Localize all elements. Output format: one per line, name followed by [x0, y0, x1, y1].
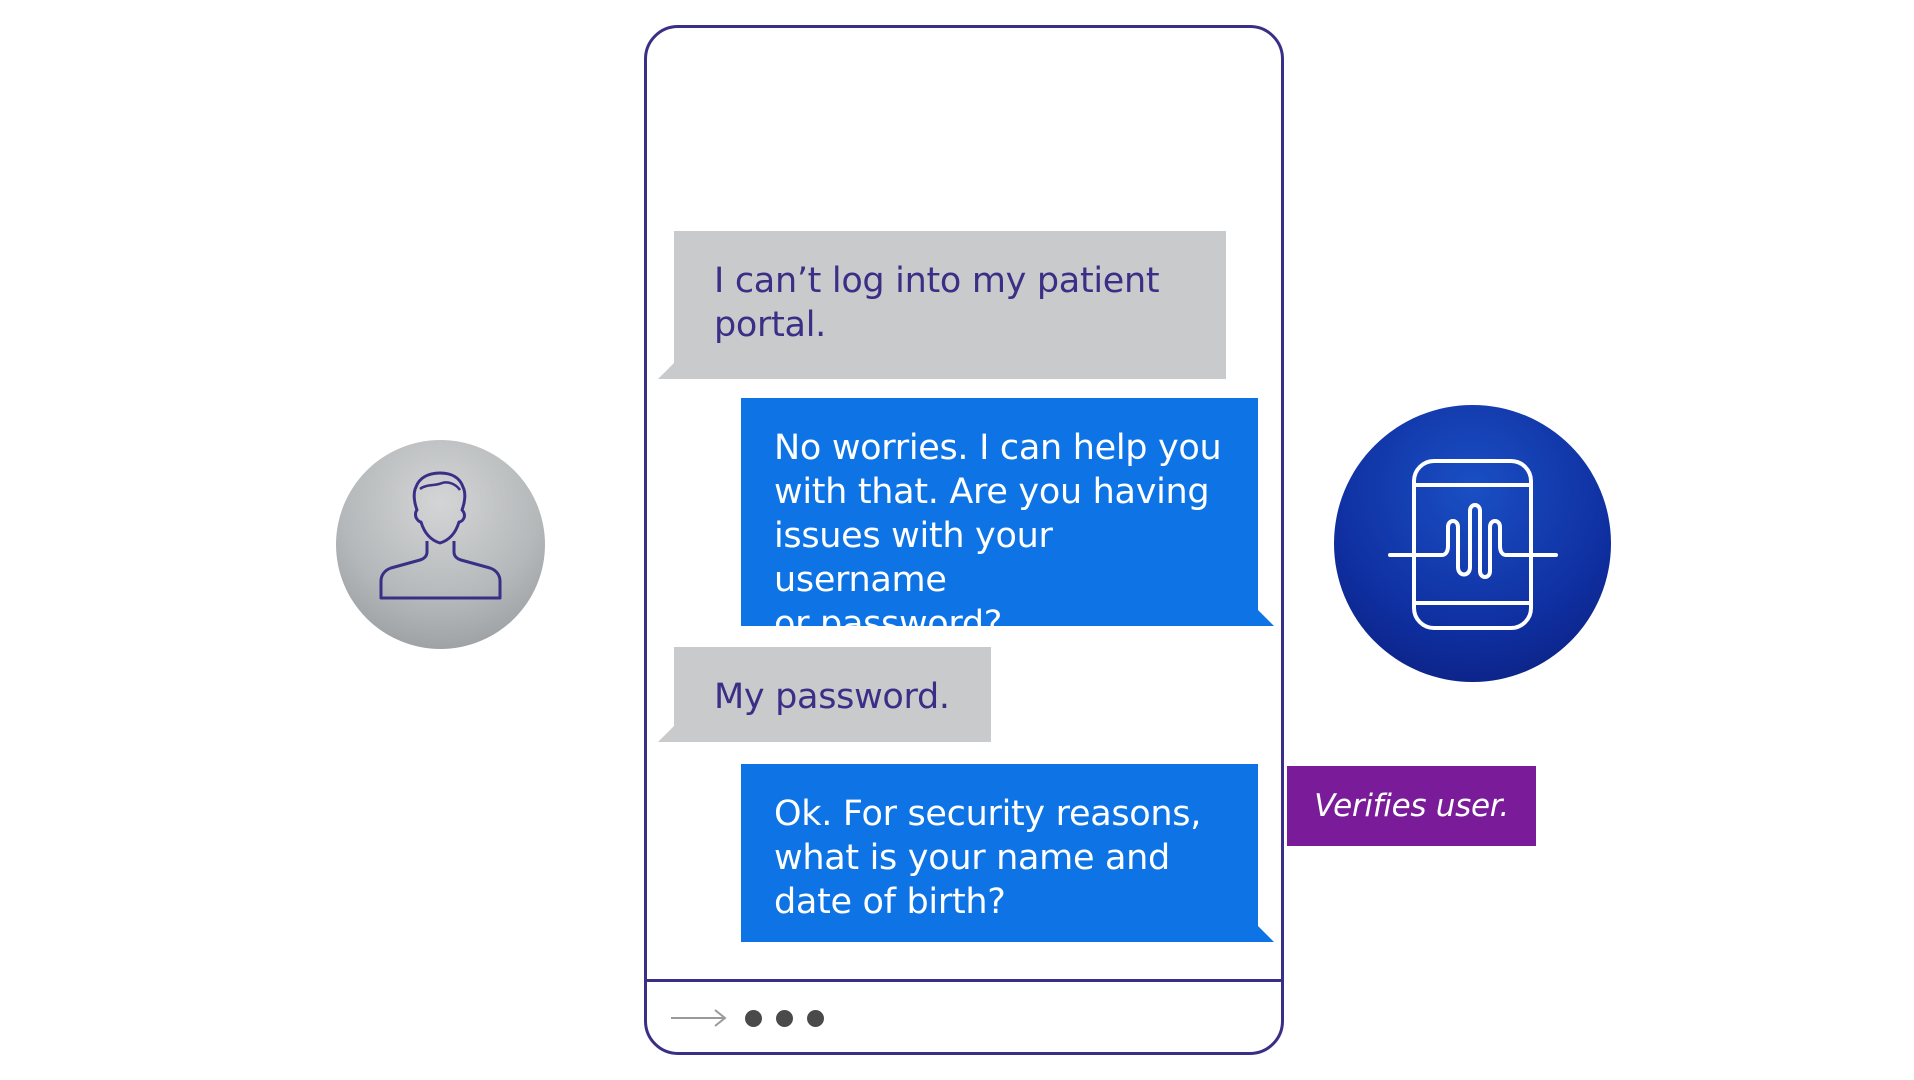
bubble-tail — [1258, 926, 1274, 942]
person-outline-icon — [379, 471, 502, 600]
typing-dot — [776, 1010, 793, 1027]
user-message-bubble: My password. — [658, 647, 991, 742]
bubble-tail — [658, 363, 674, 379]
phone-voice-wave-icon — [1388, 459, 1558, 630]
bot-avatar — [1334, 405, 1611, 682]
typing-dot — [745, 1010, 762, 1027]
user-avatar — [336, 440, 545, 649]
chat-footer — [647, 979, 1281, 1052]
arrow-right-icon[interactable] — [669, 1006, 729, 1030]
bubble-tail — [658, 726, 674, 742]
typing-dots-icon — [745, 1010, 824, 1027]
bot-message-bubble: Ok. For security reasons, what is your n… — [741, 764, 1274, 942]
typing-dot — [807, 1010, 824, 1027]
user-message-bubble: I can’t log into my patient portal. — [658, 231, 1226, 379]
verification-annotation: Verifies user. — [1287, 766, 1536, 846]
message-text: No worries. I can help you with that. Ar… — [774, 428, 1222, 644]
message-text: My password. — [714, 677, 950, 717]
message-text: I can’t log into my patient portal. — [714, 261, 1160, 345]
bubble-tail — [1258, 610, 1274, 626]
message-text: Ok. For security reasons, what is your n… — [774, 794, 1202, 922]
bot-message-bubble: No worries. I can help you with that. Ar… — [741, 398, 1274, 644]
